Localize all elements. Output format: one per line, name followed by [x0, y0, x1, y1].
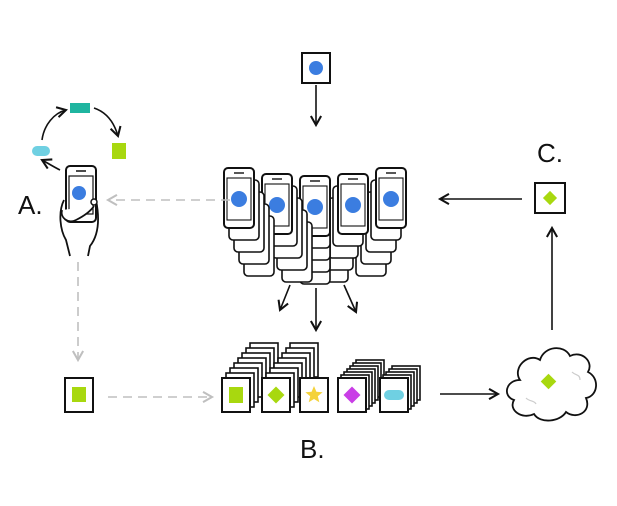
update-card-stack [379, 365, 421, 413]
arrow-phones-to-updates-right [343, 284, 359, 314]
cyan-pill-icon [32, 146, 50, 156]
global-model-card [301, 52, 331, 84]
blue-circle-icon [72, 186, 86, 200]
local-update-card [64, 377, 94, 413]
magenta-diamond-icon [343, 386, 361, 404]
lime-square-icon [112, 143, 126, 159]
cloud-server [506, 347, 597, 422]
teal-rect-icon [70, 103, 90, 113]
arrow-phones-to-updates-left [277, 284, 291, 312]
local-training-cycle [32, 103, 126, 171]
update-card-stack [299, 377, 329, 413]
label-a: A. [18, 190, 43, 220]
aggregated-updates [221, 342, 421, 413]
label-b: B. [300, 434, 325, 464]
update-card-stack [337, 359, 385, 413]
phone [355, 167, 407, 277]
improved-model-card [534, 182, 566, 214]
phone-fleet [223, 167, 407, 285]
lime-square-icon [229, 387, 243, 403]
blue-circle-icon [383, 191, 399, 207]
blue-circle-icon [307, 199, 323, 215]
blue-circle-icon [231, 191, 247, 207]
user-phone-in-hand [59, 165, 99, 257]
blue-circle-icon [309, 61, 323, 75]
label-c: C. [537, 138, 563, 168]
lime-square-icon [72, 387, 86, 402]
phone [261, 173, 313, 283]
lime-diamond-icon [267, 386, 285, 404]
blue-circle-icon [345, 197, 361, 213]
update-card-stack [261, 342, 319, 413]
blue-circle-icon [269, 197, 285, 213]
yellow-star-icon [305, 386, 323, 403]
phone [223, 167, 275, 277]
lime-diamond-icon [542, 190, 558, 206]
phone [317, 173, 369, 283]
cyan-pill-icon [384, 390, 404, 400]
